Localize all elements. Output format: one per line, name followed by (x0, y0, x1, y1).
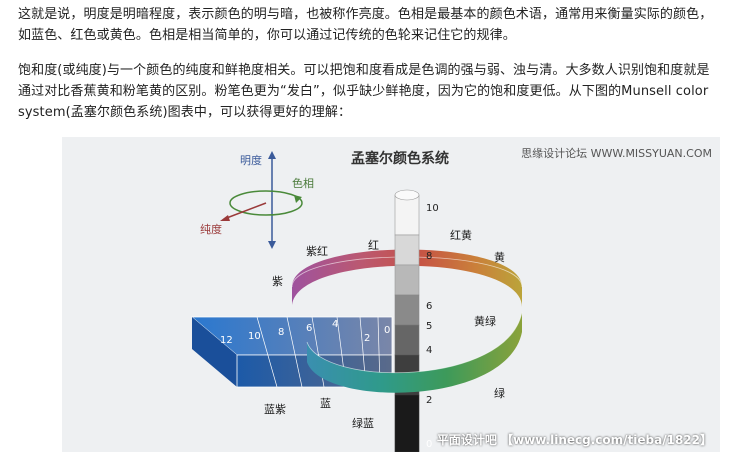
value-tick: 10 (426, 203, 439, 214)
hue-label-yellow-green: 黄绿 (474, 314, 496, 328)
hue-label-red: 红 (368, 239, 379, 252)
paragraph-saturation: 饱和度(或纯度)与一个颜色的纯度和鲜艳度相关。可以把饱和度看成是色调的强与弱、浊… (18, 63, 710, 120)
hue-label-green: 绿 (494, 386, 505, 400)
chroma-tick: 2 (364, 333, 370, 344)
value-axis-column (394, 189, 420, 452)
chroma-tick: 0 (384, 325, 390, 336)
hue-labels: 紫红 红 红黄 黄 黄绿 绿 绿蓝 蓝 蓝紫 紫 (264, 228, 505, 430)
axis-label-chroma: 纯度 (200, 222, 222, 236)
value-tick: 5 (426, 321, 432, 332)
axis-orientation-icon: 明度 色相 纯度 (200, 151, 314, 249)
hue-ring-front (306, 311, 523, 393)
hue-label-blue: 蓝 (320, 397, 331, 410)
hue-label-yellow: 黄 (494, 250, 505, 264)
hue-label-green-blue: 绿蓝 (352, 416, 374, 430)
watermark-bottom: 平面设计吧 【www.linecg.com/tieba/1822】 (436, 433, 712, 447)
paragraph-value-hue: 这就是说，明度是明暗程度，表示颜色的明与暗，也被称作亮度。色相是最基本的颜色术语… (18, 7, 713, 43)
chroma-tick: 10 (248, 331, 261, 342)
value-tick: 8 (426, 251, 432, 262)
chroma-ticks: 12 10 8 6 4 2 0 (220, 319, 390, 346)
chroma-tick: 4 (332, 319, 338, 330)
chroma-tick: 8 (278, 327, 284, 338)
chroma-tick: 12 (220, 335, 233, 346)
munsell-diagram: 孟塞尔颜色系统 明度 色相 纯度 (190, 150, 523, 452)
munsell-figure: 孟塞尔颜色系统 明度 色相 纯度 (62, 137, 720, 452)
value-ticks: 10 8 6 5 4 2 0 (426, 203, 439, 450)
hue-label-purple: 紫 (272, 275, 283, 288)
value-tick: 2 (426, 395, 432, 406)
axis-label-value: 明度 (240, 153, 262, 167)
hue-label-blue-purple: 蓝紫 (264, 403, 286, 416)
value-tick: 4 (426, 345, 432, 356)
figure-title: 孟塞尔颜色系统 (351, 150, 449, 167)
axis-label-hue: 色相 (292, 176, 314, 190)
hue-label-red-yellow: 红黄 (450, 228, 472, 242)
value-tick: 6 (426, 301, 432, 312)
value-tick: 0 (426, 439, 432, 450)
chroma-tick: 6 (306, 323, 312, 334)
watermark-top: 思缘设计论坛 WWW.MISSYUAN.COM (521, 147, 712, 160)
hue-label-purple-red: 紫红 (306, 245, 328, 258)
